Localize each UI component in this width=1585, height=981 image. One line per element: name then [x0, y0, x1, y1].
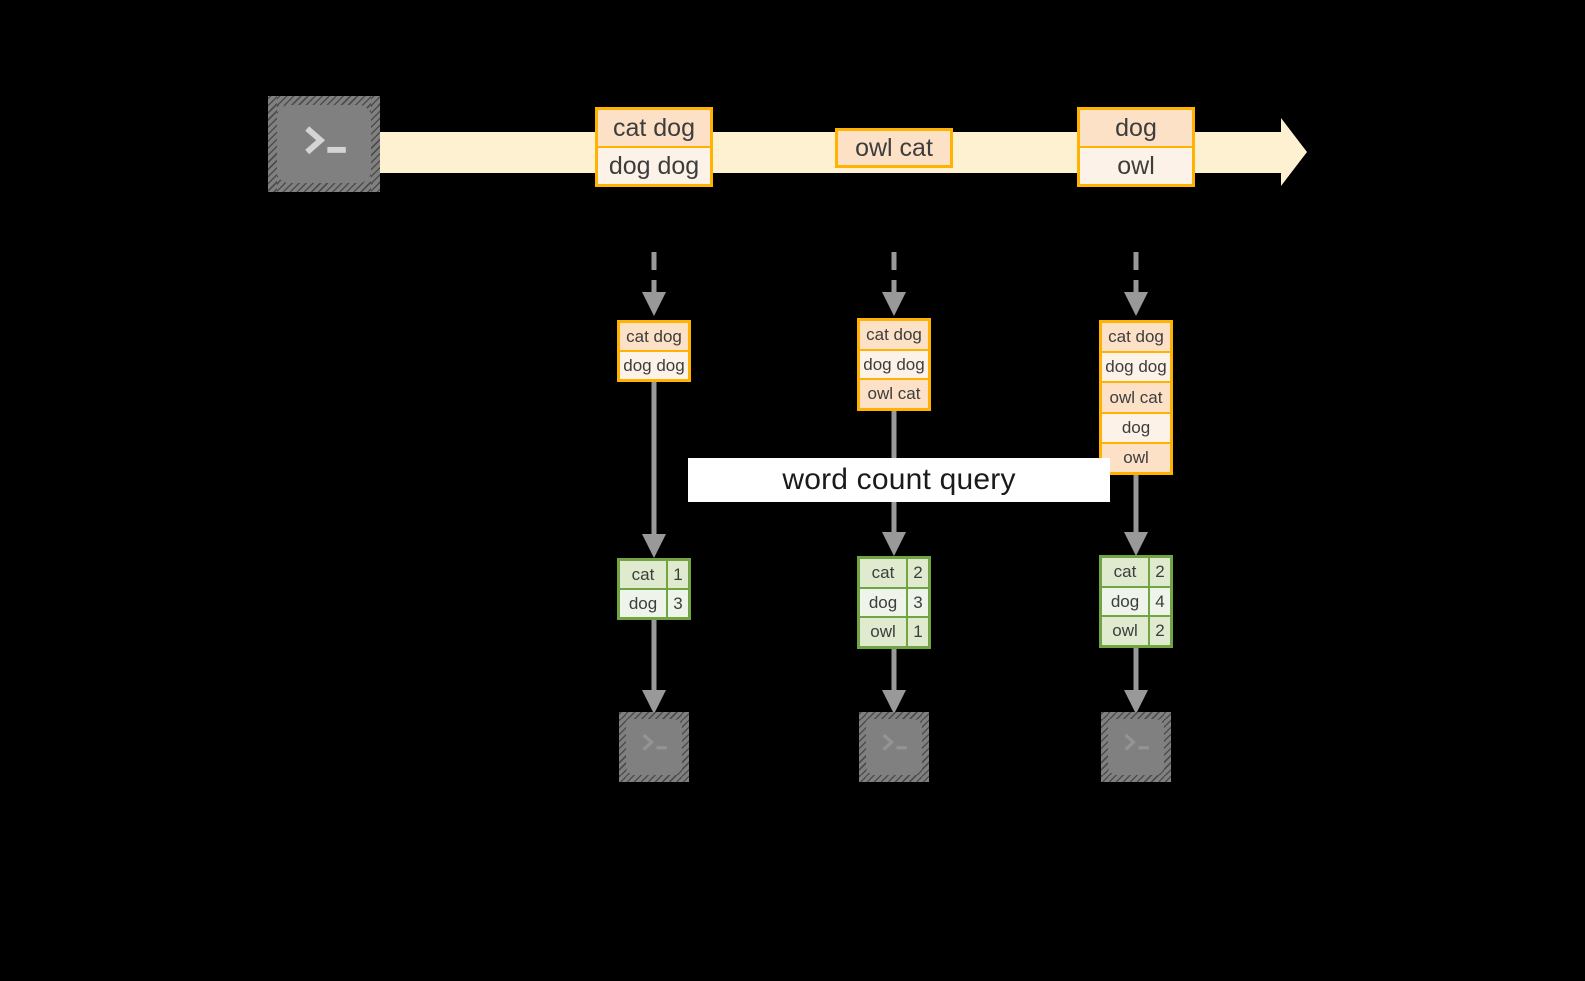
stream-record-line: cat dog — [598, 110, 710, 146]
result-row: dog 4 — [1102, 587, 1170, 616]
snapshot-table-1: cat dog dog dog — [617, 320, 691, 382]
terminal-prompt-glyph — [305, 126, 346, 155]
result-word: owl — [860, 618, 906, 646]
sink-terminal-icon-1 — [619, 712, 689, 782]
result-row: dog 3 — [620, 590, 688, 617]
result-word: cat — [860, 559, 906, 587]
connector-stream-to-snapshot-1 — [624, 252, 684, 320]
terminal-prompt-glyph — [1124, 733, 1149, 751]
connector-stream-to-snapshot-2 — [864, 252, 924, 320]
result-count: 2 — [1150, 617, 1170, 645]
result-word: dog — [620, 590, 666, 617]
stream-record-batch-2: owl cat — [835, 128, 953, 168]
connector-result-to-sink-3 — [1106, 648, 1166, 716]
connector-snapshot-to-result-1 — [624, 382, 684, 560]
snapshot-line: owl cat — [860, 380, 928, 408]
result-row: dog 3 — [860, 588, 928, 617]
terminal-body — [1108, 719, 1164, 775]
stream-record-line: owl cat — [838, 131, 950, 165]
connector-result-to-sink-1 — [624, 620, 684, 716]
result-row: cat 1 — [620, 561, 688, 588]
connector-result-to-sink-2 — [864, 649, 924, 716]
result-count: 2 — [908, 559, 928, 587]
stream-record-batch-3: dog owl — [1077, 107, 1195, 187]
snapshot-line: dog dog — [620, 352, 688, 379]
stream-record-line: dog dog — [598, 148, 710, 184]
snapshot-line: cat dog — [860, 321, 928, 349]
snapshot-table-3: cat dog dog dog owl cat dog owl — [1099, 320, 1173, 475]
sink-terminal-icon-2 — [859, 712, 929, 782]
result-count: 4 — [1150, 587, 1170, 616]
sink-terminal-icon-3 — [1101, 712, 1171, 782]
result-row: cat 2 — [1102, 558, 1170, 586]
result-word: dog — [1102, 587, 1148, 616]
result-word: dog — [860, 588, 906, 617]
terminal-prompt-glyph — [882, 733, 907, 751]
result-row: owl 1 — [860, 618, 928, 646]
snapshot-line: cat dog — [1102, 323, 1170, 352]
result-table-3: cat 2 dog 4 owl 2 — [1099, 555, 1173, 648]
result-row: cat 2 — [860, 559, 928, 587]
stream-record-batch-1: cat dog dog dog — [595, 107, 713, 187]
result-word: owl — [1102, 617, 1148, 645]
terminal-prompt-glyph — [642, 733, 667, 751]
terminal-body — [866, 719, 922, 775]
snapshot-line: dog — [1102, 413, 1170, 442]
query-label-text: word count query — [782, 463, 1016, 496]
snapshot-table-2: cat dog dog dog owl cat — [857, 318, 931, 411]
result-count: 1 — [908, 618, 928, 646]
snapshot-line: dog dog — [1102, 353, 1170, 382]
stream-arrow-head — [1281, 118, 1307, 186]
connector-snapshot-to-result-3 — [1106, 475, 1166, 558]
result-word: cat — [620, 561, 666, 588]
result-count: 3 — [668, 590, 688, 617]
result-table-2: cat 2 dog 3 owl 1 — [857, 556, 931, 649]
terminal-body — [277, 105, 371, 183]
result-count: 1 — [668, 561, 688, 588]
snapshot-line: owl cat — [1102, 383, 1170, 412]
result-count: 3 — [908, 588, 928, 617]
terminal-body — [626, 719, 682, 775]
stream-record-line: owl — [1080, 148, 1192, 184]
result-word: cat — [1102, 558, 1148, 586]
snapshot-line: dog dog — [860, 350, 928, 379]
stream-source-terminal-icon — [268, 96, 380, 192]
result-count: 2 — [1150, 558, 1170, 586]
query-label-band: word count query — [688, 458, 1110, 502]
snapshot-line: owl — [1102, 443, 1170, 472]
snapshot-line: cat dog — [620, 323, 688, 350]
result-row: owl 2 — [1102, 617, 1170, 645]
result-table-1: cat 1 dog 3 — [617, 558, 691, 620]
connector-stream-to-snapshot-3 — [1106, 252, 1166, 320]
stream-record-line: dog — [1080, 110, 1192, 146]
